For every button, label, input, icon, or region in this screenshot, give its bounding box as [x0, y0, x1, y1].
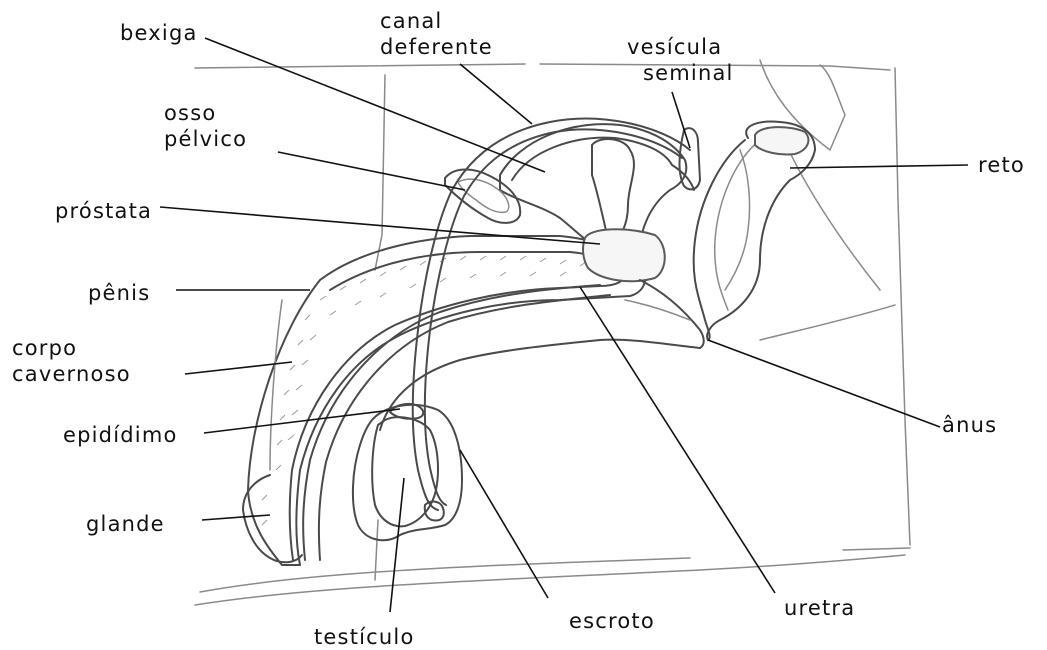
label-canal-deferente-line2: deferente — [380, 34, 493, 60]
corpus-hatching — [262, 256, 586, 525]
scrotum-shape — [353, 404, 462, 540]
label-corpo-cavernoso-line1: corpo — [12, 335, 131, 361]
label-canal-deferente-line1: canal — [380, 8, 493, 34]
label-escroto: escroto — [569, 608, 655, 634]
label-vesicula-seminal: vesícula seminal — [627, 34, 734, 86]
leader-glande — [202, 515, 270, 520]
label-osso-pelvico: osso pélvico — [164, 100, 247, 152]
leader-canal-deferente — [460, 64, 532, 124]
label-penis: pênis — [88, 280, 150, 306]
leader-uretra — [580, 287, 775, 593]
label-corpo-cavernoso-line2: cavernoso — [12, 361, 131, 387]
label-corpo-cavernoso: corpo cavernoso — [12, 335, 131, 387]
leader-bexiga — [205, 38, 545, 172]
leader-anus — [708, 340, 940, 427]
urethra-shape — [303, 285, 610, 560]
label-canal-deferente: canal deferente — [380, 8, 493, 60]
label-uretra: uretra — [784, 595, 855, 621]
label-testiculo: testículo — [314, 624, 415, 650]
label-vesicula-seminal-line1: vesícula — [627, 34, 734, 60]
label-bexiga: bexiga — [120, 20, 198, 46]
label-osso-pelvico-line1: osso — [164, 100, 247, 126]
leader-testiculo — [390, 478, 404, 612]
label-glande: glande — [86, 511, 165, 537]
rectum-shape — [694, 122, 815, 340]
prostate-shape — [583, 229, 665, 281]
leader-escroto — [460, 450, 548, 598]
label-anus: ânus — [942, 412, 997, 438]
label-reto: reto — [978, 152, 1025, 178]
leader-lines — [160, 38, 968, 612]
label-prostata: próstata — [55, 198, 152, 224]
label-vesicula-seminal-line2: seminal — [627, 60, 734, 86]
leader-reto — [790, 165, 968, 168]
leader-corpo-cavernoso — [185, 362, 292, 374]
leader-osso-pelvico — [278, 152, 465, 190]
label-epididimo: epidídimo — [63, 422, 178, 448]
label-osso-pelvico-line2: pélvico — [164, 126, 247, 152]
leader-prostata — [160, 207, 600, 244]
